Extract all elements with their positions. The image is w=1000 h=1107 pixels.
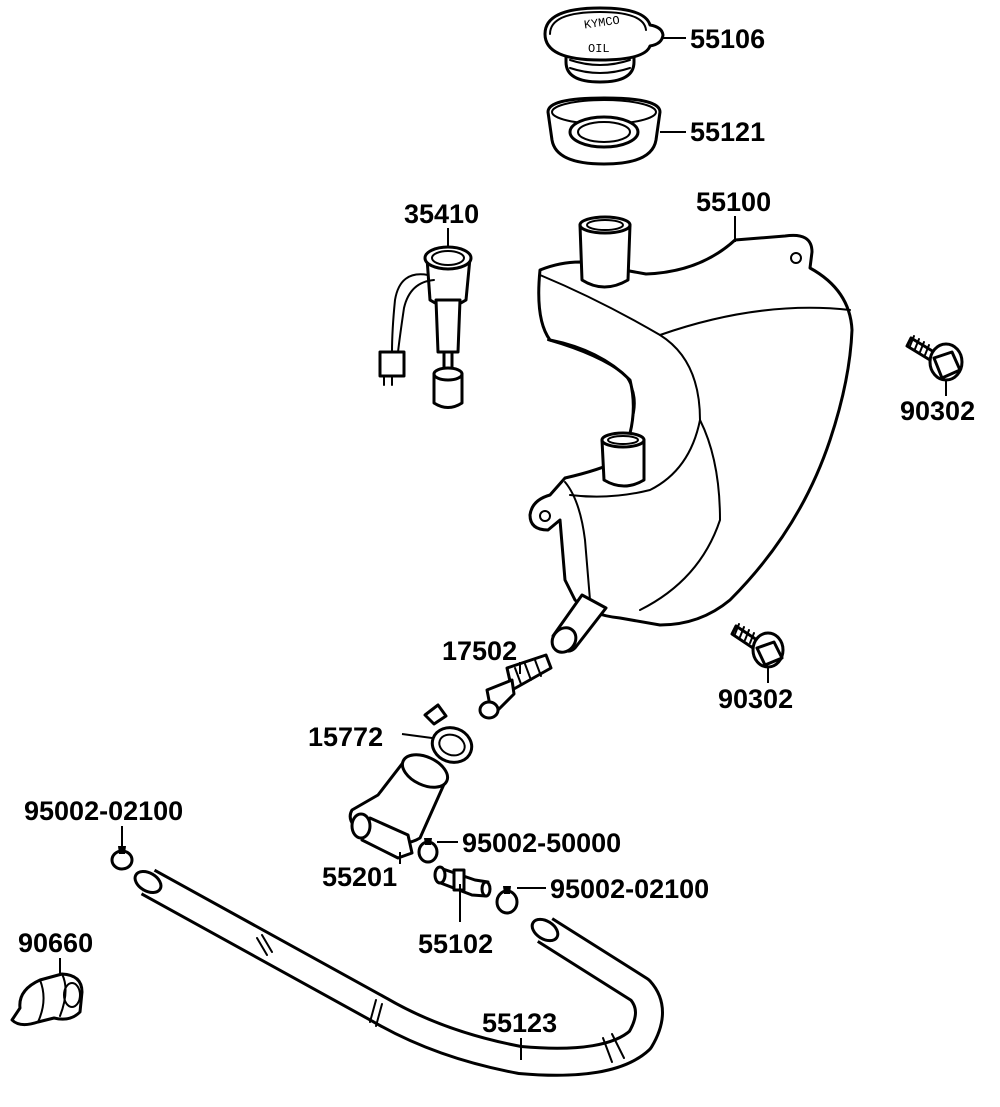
bolt-lower — [730, 623, 785, 669]
leader-lines — [59, 37, 947, 1060]
cap-lettering-top: KYMCO — [583, 14, 621, 33]
label-90302-lower: 90302 — [718, 684, 793, 714]
clamp-large — [423, 703, 474, 764]
clip-right — [495, 886, 519, 915]
label-95002-02100-left: 95002-02100 — [24, 796, 183, 826]
label-55102: 55102 — [418, 929, 493, 959]
oil-cap: KYMCO OIL — [543, 6, 665, 84]
label-55121: 55121 — [690, 117, 765, 147]
label-55201: 55201 — [322, 862, 397, 892]
level-sensor — [378, 245, 473, 409]
oil-tank — [528, 215, 854, 654]
elbow-joint — [348, 753, 450, 860]
label-90302-upper: 90302 — [900, 396, 975, 426]
bolt-upper — [905, 335, 964, 382]
label-35410: 35410 — [404, 199, 479, 229]
hose-holder — [10, 972, 84, 1027]
label-95002-50000: 95002-50000 — [462, 828, 621, 858]
clip-middle — [417, 838, 439, 864]
label-55123: 55123 — [482, 1008, 557, 1038]
label-55106: 55106 — [690, 24, 765, 54]
label-17502: 17502 — [442, 636, 517, 666]
label-15772: 15772 — [308, 722, 383, 752]
joint-fitting — [433, 865, 492, 898]
label-90660: 90660 — [18, 928, 93, 958]
label-95002-02100-right: 95002-02100 — [550, 874, 709, 904]
seal-ring — [546, 96, 662, 166]
cap-lettering-bottom: OIL — [588, 42, 610, 56]
label-55100: 55100 — [696, 187, 771, 217]
hose — [133, 868, 664, 1077]
filter — [478, 653, 553, 720]
